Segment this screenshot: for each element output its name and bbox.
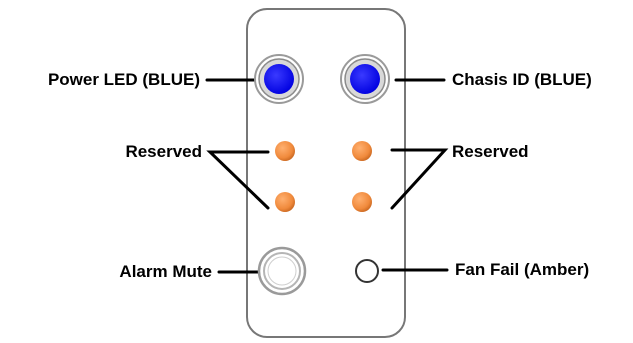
leader-lines [205,78,449,274]
alarm-mute-label: Alarm Mute [119,262,212,281]
reserved-led-left-bottom [275,192,295,212]
alarm-mute-button[interactable] [257,246,307,296]
power-led-label: Power LED (BLUE) [47,70,200,89]
power-led [254,54,304,104]
fan-fail-label: Fan Fail (Amber) [455,260,590,279]
fan-fail-led [355,259,379,283]
reserved-led-left-top [275,141,295,161]
reserved-led-right-bottom [352,192,372,212]
chassis-id-led [340,54,390,104]
reserved-left-label: Reserved [125,142,202,161]
reserved-led-right-top [352,141,372,161]
chassis-id-label: Chasis ID (BLUE) [452,70,592,89]
reserved-left-leader [206,150,270,210]
reserved-right-leader [390,148,449,210]
reserved-right-label: Reserved [452,142,529,161]
